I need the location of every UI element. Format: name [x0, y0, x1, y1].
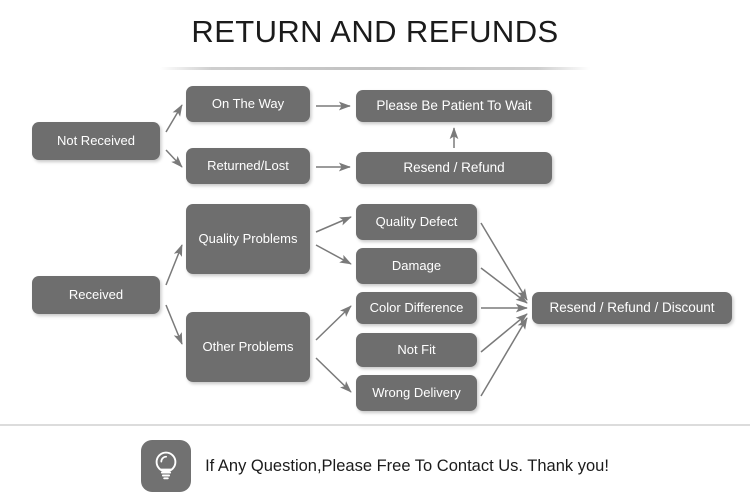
flow-node-other-problems: Other Problems — [186, 312, 310, 382]
lightbulb-glyph — [155, 451, 177, 480]
arrow-not-fit-to-resend-refund-discount — [480, 313, 528, 353]
flow-node-quality-defect: Quality Defect — [356, 204, 477, 240]
flow-node-color-difference: Color Difference — [356, 292, 477, 324]
arrow-not-received-to-returned-lost — [165, 149, 183, 168]
arrow-other-problems-to-color-difference — [315, 305, 352, 341]
arrow-not-received-to-on-the-way — [165, 104, 183, 133]
flow-node-wrong-delivery: Wrong Delivery — [356, 375, 477, 411]
flow-node-resend-refund-discount: Resend / Refund / Discount — [532, 292, 732, 324]
footer: If Any Question,Please Free To Contact U… — [0, 432, 750, 500]
flow-node-damage: Damage — [356, 248, 477, 284]
page-title: RETURN AND REFUNDS — [191, 14, 559, 49]
arrow-quality-problems-to-damage — [315, 244, 352, 265]
arrow-received-to-quality-problems — [165, 244, 183, 286]
arrow-received-to-other-problems — [165, 304, 183, 345]
flow-node-on-the-way: On The Way — [186, 86, 310, 122]
flow-node-resend-refund: Resend / Refund — [356, 152, 552, 184]
flow-node-quality-problems: Quality Problems — [186, 204, 310, 274]
title-divider — [160, 67, 590, 70]
flow-node-not-fit: Not Fit — [356, 333, 477, 367]
footer-text: If Any Question,Please Free To Contact U… — [205, 456, 609, 475]
arrow-wrong-delivery-to-resend-refund-discount — [480, 317, 528, 397]
arrow-quality-problems-to-quality-defect — [315, 216, 352, 233]
flow-node-received: Received — [32, 276, 160, 314]
flow-node-please-wait: Please Be Patient To Wait — [356, 90, 552, 122]
arrow-other-problems-to-wrong-delivery — [315, 357, 352, 393]
arrow-damage-to-resend-refund-discount — [480, 267, 528, 304]
flow-node-not-received: Not Received — [32, 122, 160, 160]
arrow-quality-defect-to-resend-refund-discount — [480, 222, 528, 301]
lightbulb-icon — [141, 440, 192, 492]
footer-divider — [0, 424, 750, 426]
flow-node-returned-lost: Returned/Lost — [186, 148, 310, 184]
